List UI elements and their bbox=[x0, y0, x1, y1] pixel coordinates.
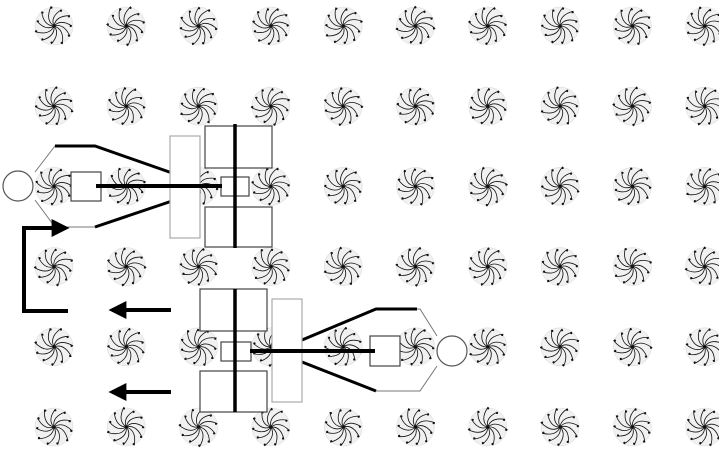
plant bbox=[397, 87, 435, 125]
plant bbox=[686, 7, 719, 46]
plant bbox=[541, 167, 579, 206]
plant bbox=[251, 87, 290, 126]
plant bbox=[686, 408, 719, 446]
lower-hitch-wheel bbox=[437, 336, 467, 366]
plant bbox=[324, 327, 362, 366]
plant bbox=[107, 407, 145, 446]
plant bbox=[686, 167, 719, 205]
plant bbox=[34, 248, 73, 287]
upper-arm-bottom bbox=[95, 200, 175, 227]
lower-arm-bottom bbox=[302, 362, 376, 391]
plant bbox=[324, 87, 363, 126]
plant bbox=[613, 408, 651, 446]
plant bbox=[396, 6, 436, 45]
plant bbox=[324, 408, 362, 446]
plant bbox=[324, 7, 363, 45]
plant bbox=[541, 86, 579, 125]
plant bbox=[613, 328, 652, 367]
plant bbox=[252, 7, 290, 45]
plant bbox=[252, 248, 290, 286]
plant bbox=[469, 248, 507, 286]
plant bbox=[35, 328, 74, 366]
plant bbox=[179, 408, 218, 447]
plant bbox=[397, 328, 435, 366]
plant bbox=[180, 328, 218, 366]
plant bbox=[35, 86, 73, 125]
plant bbox=[107, 248, 146, 287]
plant bbox=[541, 408, 579, 446]
plant bbox=[468, 7, 507, 45]
plant bbox=[468, 407, 508, 446]
plant bbox=[613, 167, 651, 205]
plant bbox=[106, 7, 145, 47]
plant bbox=[107, 87, 145, 125]
plant bbox=[397, 167, 435, 205]
plant bbox=[324, 247, 362, 286]
plant bbox=[469, 328, 507, 366]
plant bbox=[613, 248, 652, 286]
plant bbox=[35, 167, 73, 205]
plant bbox=[180, 248, 218, 286]
plant bbox=[252, 408, 290, 446]
plant bbox=[251, 167, 290, 205]
lower-arm-top bbox=[302, 309, 417, 340]
plant bbox=[541, 248, 579, 286]
plant bbox=[686, 87, 719, 125]
plant bbox=[613, 7, 651, 45]
plant bbox=[686, 328, 719, 366]
plant bbox=[541, 7, 579, 45]
upper-arm-top bbox=[55, 146, 175, 174]
plant bbox=[107, 328, 145, 366]
upper-box-bottom bbox=[205, 207, 272, 247]
upper-box-top bbox=[205, 126, 272, 168]
plant bbox=[469, 87, 507, 125]
plant-field bbox=[34, 6, 719, 447]
plant bbox=[540, 328, 579, 367]
plant bbox=[397, 408, 436, 446]
plant bbox=[180, 7, 218, 45]
plant bbox=[685, 247, 719, 286]
plant bbox=[35, 6, 73, 45]
plant bbox=[35, 408, 73, 446]
upper-hitch-wheel bbox=[3, 171, 33, 201]
plant bbox=[180, 87, 218, 125]
plant bbox=[324, 167, 362, 205]
plant bbox=[469, 167, 508, 207]
plant bbox=[396, 247, 435, 286]
plant bbox=[613, 87, 652, 127]
